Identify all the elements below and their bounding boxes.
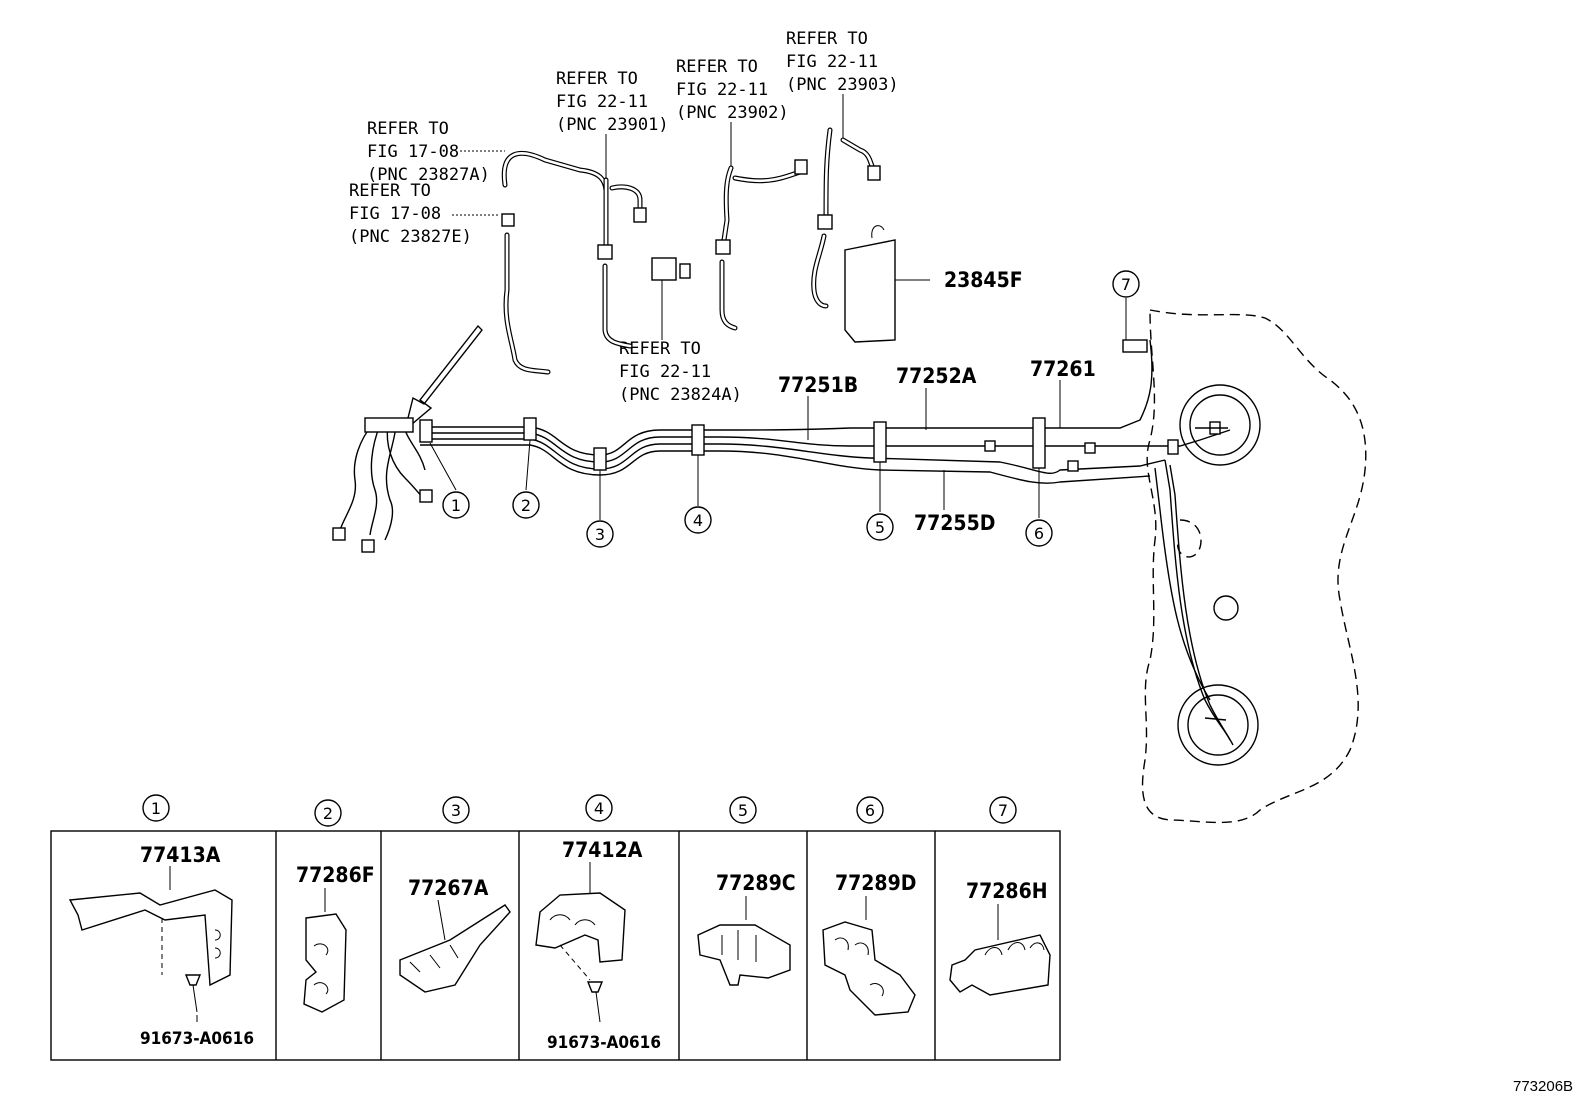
bundle-labels: 77251B 77252A 77261 77255D [778, 357, 1096, 535]
callout-5: 5 [875, 518, 885, 537]
ref-23901-line3: (PNC 23901) [556, 115, 669, 135]
fuel-tank-outline [1141, 309, 1367, 824]
box-7-number: 7 [998, 801, 1008, 820]
label-23845f: 23845F [944, 268, 1023, 292]
label-77261: 77261 [1030, 357, 1096, 381]
ref-23901-line2: FIG 22-11 [556, 92, 648, 112]
detail-table: 1 2 3 4 5 6 7 77413A 91673-A0616 77286F … [50, 794, 1061, 1061]
box-1-number: 1 [151, 799, 161, 818]
ref-23902-line3: (PNC 23902) [676, 103, 789, 123]
callout-3: 3 [595, 525, 605, 544]
box-4-part: 77412A [562, 838, 643, 862]
label-77252a: 77252A [896, 364, 977, 388]
ref-23827a-line1: REFER TO [367, 119, 449, 139]
box-4-bolt: 91673-A0616 [547, 1033, 661, 1053]
clamp-7 [1122, 339, 1148, 353]
label-77251b: 77251B [778, 373, 858, 397]
ref-23827a-line3: (PNC 23827A) [367, 165, 490, 185]
box-2-part: 77286F [296, 863, 375, 887]
clamp-3 [593, 447, 607, 471]
ref-23902: REFER TO FIG 22-11 (PNC 23902) [676, 57, 789, 168]
box-3-number: 3 [451, 801, 461, 820]
figure-code: 773206B [1513, 1078, 1573, 1095]
box-1-part: 77413A [140, 843, 221, 867]
callout-7: 7 [1121, 275, 1131, 294]
ref-23902-line2: FIG 22-11 [676, 80, 768, 100]
ref-23903-line1: REFER TO [786, 29, 868, 49]
ref-23827e: REFER TO FIG 17-08 (PNC 23827E) [349, 181, 500, 247]
upper-hoses: 23845F [403, 127, 1023, 432]
callout-2: 2 [521, 496, 531, 515]
ref-23827a: REFER TO FIG 17-08 (PNC 23827A) [367, 119, 505, 185]
box-5-number: 5 [738, 801, 748, 820]
clamp-4 [691, 424, 705, 456]
clamp-1 [419, 419, 433, 443]
ref-23903-line3: (PNC 23903) [786, 75, 899, 95]
callout-4: 4 [693, 511, 703, 530]
ref-23824a-line2: FIG 22-11 [619, 362, 711, 382]
ref-23824a: REFER TO FIG 22-11 (PNC 23824A) [619, 280, 742, 405]
callout-6: 6 [1034, 524, 1044, 543]
ref-23824a-line3: (PNC 23824A) [619, 385, 742, 405]
ref-23903: REFER TO FIG 22-11 (PNC 23903) [786, 29, 899, 140]
clamp-6 [1032, 417, 1046, 469]
main-callouts: 1 2 3 4 5 6 7 [429, 270, 1140, 548]
box-7-part: 77286H [966, 879, 1048, 903]
direction-arrow-icon [403, 324, 483, 432]
callout-1: 1 [451, 496, 461, 515]
ref-23901-line1: REFER TO [556, 69, 638, 89]
box-5-part: 77289C [716, 871, 796, 895]
clamp-5 [873, 421, 887, 463]
box-1-bolt: 91673-A0616 [140, 1029, 254, 1049]
ref-23827a-line2: FIG 17-08 [367, 142, 459, 162]
box-4-number: 4 [594, 799, 604, 818]
box-2-number: 2 [323, 804, 333, 823]
box-6-number: 6 [865, 801, 875, 820]
ref-23827e-line1: REFER TO [349, 181, 431, 201]
ref-23827e-line2: FIG 17-08 [349, 204, 441, 224]
ref-23824a-line1: REFER TO [619, 339, 701, 359]
main-pipe-bundle [332, 339, 1234, 746]
clamp-2 [523, 417, 537, 441]
box-6-part: 77289D [835, 871, 916, 895]
label-77255d: 77255D [914, 511, 995, 535]
ref-23902-line1: REFER TO [676, 57, 758, 77]
box-3-part: 77267A [408, 876, 489, 900]
ref-23827e-line3: (PNC 23827E) [349, 227, 472, 247]
ref-23901: REFER TO FIG 22-11 (PNC 23901) [556, 69, 669, 180]
ref-23903-line2: FIG 22-11 [786, 52, 878, 72]
